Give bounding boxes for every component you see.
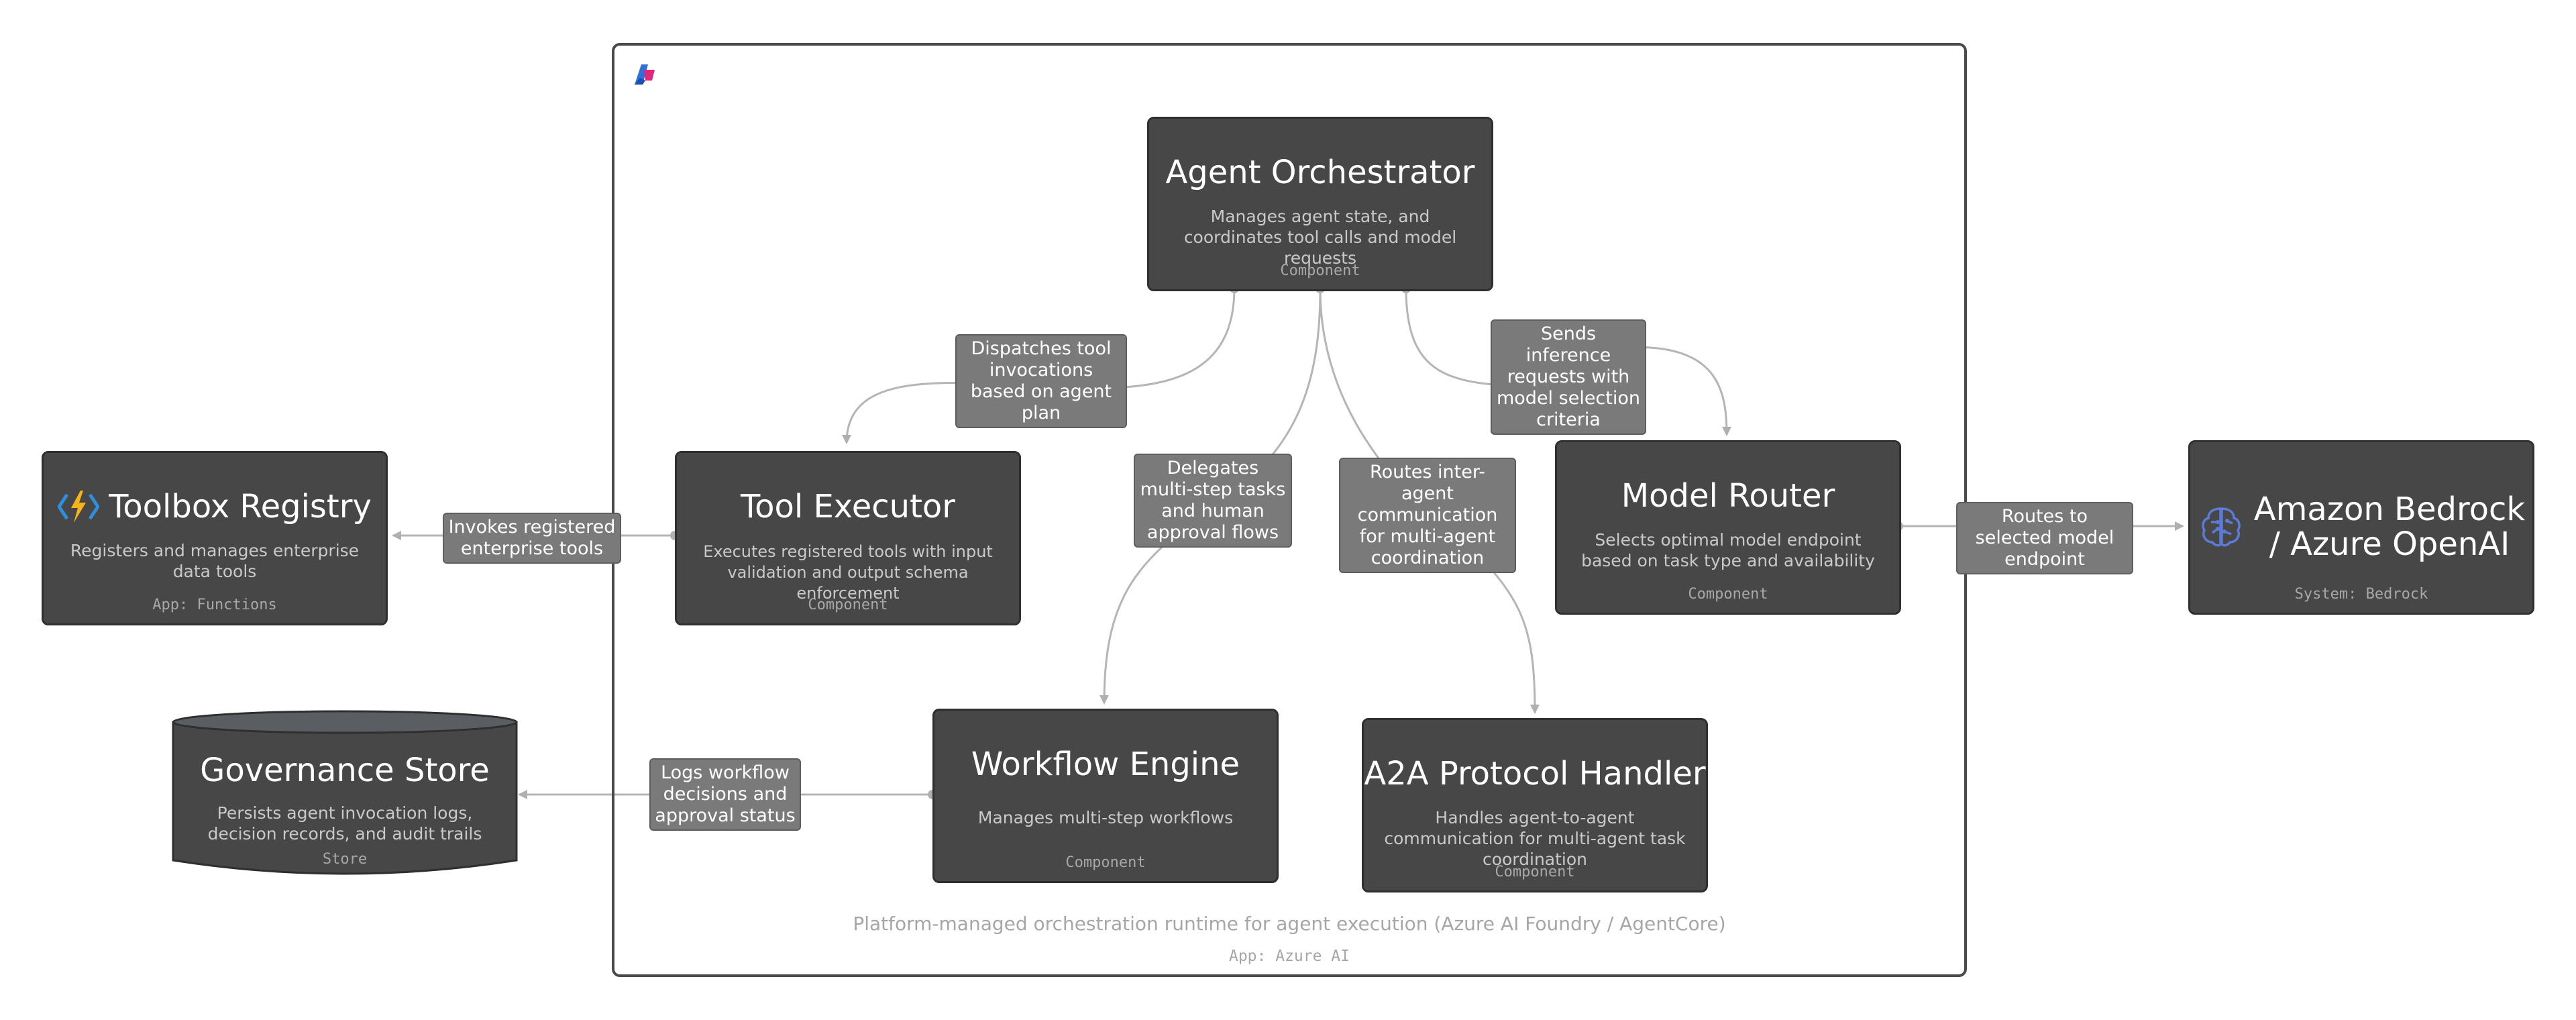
governance-store-node[interactable]: Governance Store Persists agent invocati…: [170, 709, 519, 880]
node-title-row: Toolbox Registry: [44, 488, 386, 525]
node-title: Agent Orchestrator: [1165, 154, 1475, 191]
tool-executor-node[interactable]: Tool Executor Executes registered tools …: [675, 451, 1021, 625]
node-description: Registers and manages enterprise data to…: [70, 541, 360, 581]
node-tag: Component: [1280, 262, 1360, 279]
node-tag: System: Bedrock: [2294, 586, 2428, 603]
node-title-row: Amazon Bedrock / Azure OpenAI: [2190, 492, 2532, 562]
boundary-description: Platform-managed orchestration runtime f…: [853, 913, 1726, 935]
edge-label-dispatch: Dispatches tool invocations based on age…: [955, 334, 1127, 428]
node-tag: Component: [808, 597, 888, 613]
node-tag: App: Functions: [152, 597, 277, 613]
node-tag: Component: [1688, 586, 1768, 603]
node-title: A2A Protocol Handler: [1364, 755, 1706, 793]
amazon-bedrock-node[interactable]: Amazon Bedrock / Azure OpenAI System: Be…: [2188, 440, 2534, 615]
node-tag: Component: [1065, 854, 1146, 871]
node-tag: Component: [1495, 864, 1575, 880]
node-description: Executes registered tools with input val…: [703, 542, 993, 603]
edge-label-logs: Logs workflow decisions and approval sta…: [649, 758, 801, 831]
title-line-2: / Azure OpenAI: [2269, 525, 2510, 563]
bedrock-brain-icon: [2202, 507, 2241, 547]
toolbox-registry-node[interactable]: Toolbox Registry Registers and manages e…: [42, 451, 388, 625]
node-title: Model Router: [1621, 477, 1835, 515]
node-title: Toolbox Registry: [109, 488, 372, 525]
edge-label-routes-a2a: Routes inter-agent communication for mul…: [1339, 458, 1516, 573]
workflow-engine-node[interactable]: Workflow Engine Manages multi-step workf…: [932, 709, 1279, 883]
edge-label-routes-model: Routes to selected model endpoint: [1956, 502, 2133, 574]
a2a-protocol-handler-node[interactable]: A2A Protocol Handler Handles agent-to-ag…: [1362, 718, 1708, 892]
node-tag: Store: [322, 851, 368, 868]
edge-label-delegates: Delegates multi-step tasks and human app…: [1134, 454, 1292, 548]
boundary-tag: App: Azure AI: [1228, 948, 1350, 965]
edge-label-inference: Sends inference requests with model sele…: [1491, 319, 1646, 435]
node-description: Manages agent state, and coordinates too…: [1183, 207, 1457, 268]
cylinder-shape: [172, 710, 518, 875]
agent-orchestrator-node[interactable]: Agent Orchestrator Manages agent state, …: [1147, 117, 1493, 291]
node-title: Governance Store: [200, 752, 490, 789]
node-description: Handles agent-to-agent communication for…: [1384, 808, 1686, 869]
model-router-node[interactable]: Model Router Selects optimal model endpo…: [1555, 440, 1901, 615]
title-line-1: Amazon Bedrock: [2253, 491, 2526, 528]
node-description: Manages multi-step workflows: [977, 808, 1234, 827]
edge-label-invokes: Invokes registered enterprise tools: [443, 513, 621, 564]
azure-ai-foundry-icon: [635, 64, 655, 85]
node-title: Amazon Bedrock / Azure OpenAI: [2254, 492, 2525, 562]
azure-functions-icon: [58, 491, 100, 523]
node-description: Selects optimal model endpoint based on …: [1581, 530, 1875, 570]
node-title: Tool Executor: [740, 488, 955, 525]
node-description: Persists agent invocation logs, decision…: [207, 803, 482, 844]
node-title: Workflow Engine: [971, 746, 1240, 783]
